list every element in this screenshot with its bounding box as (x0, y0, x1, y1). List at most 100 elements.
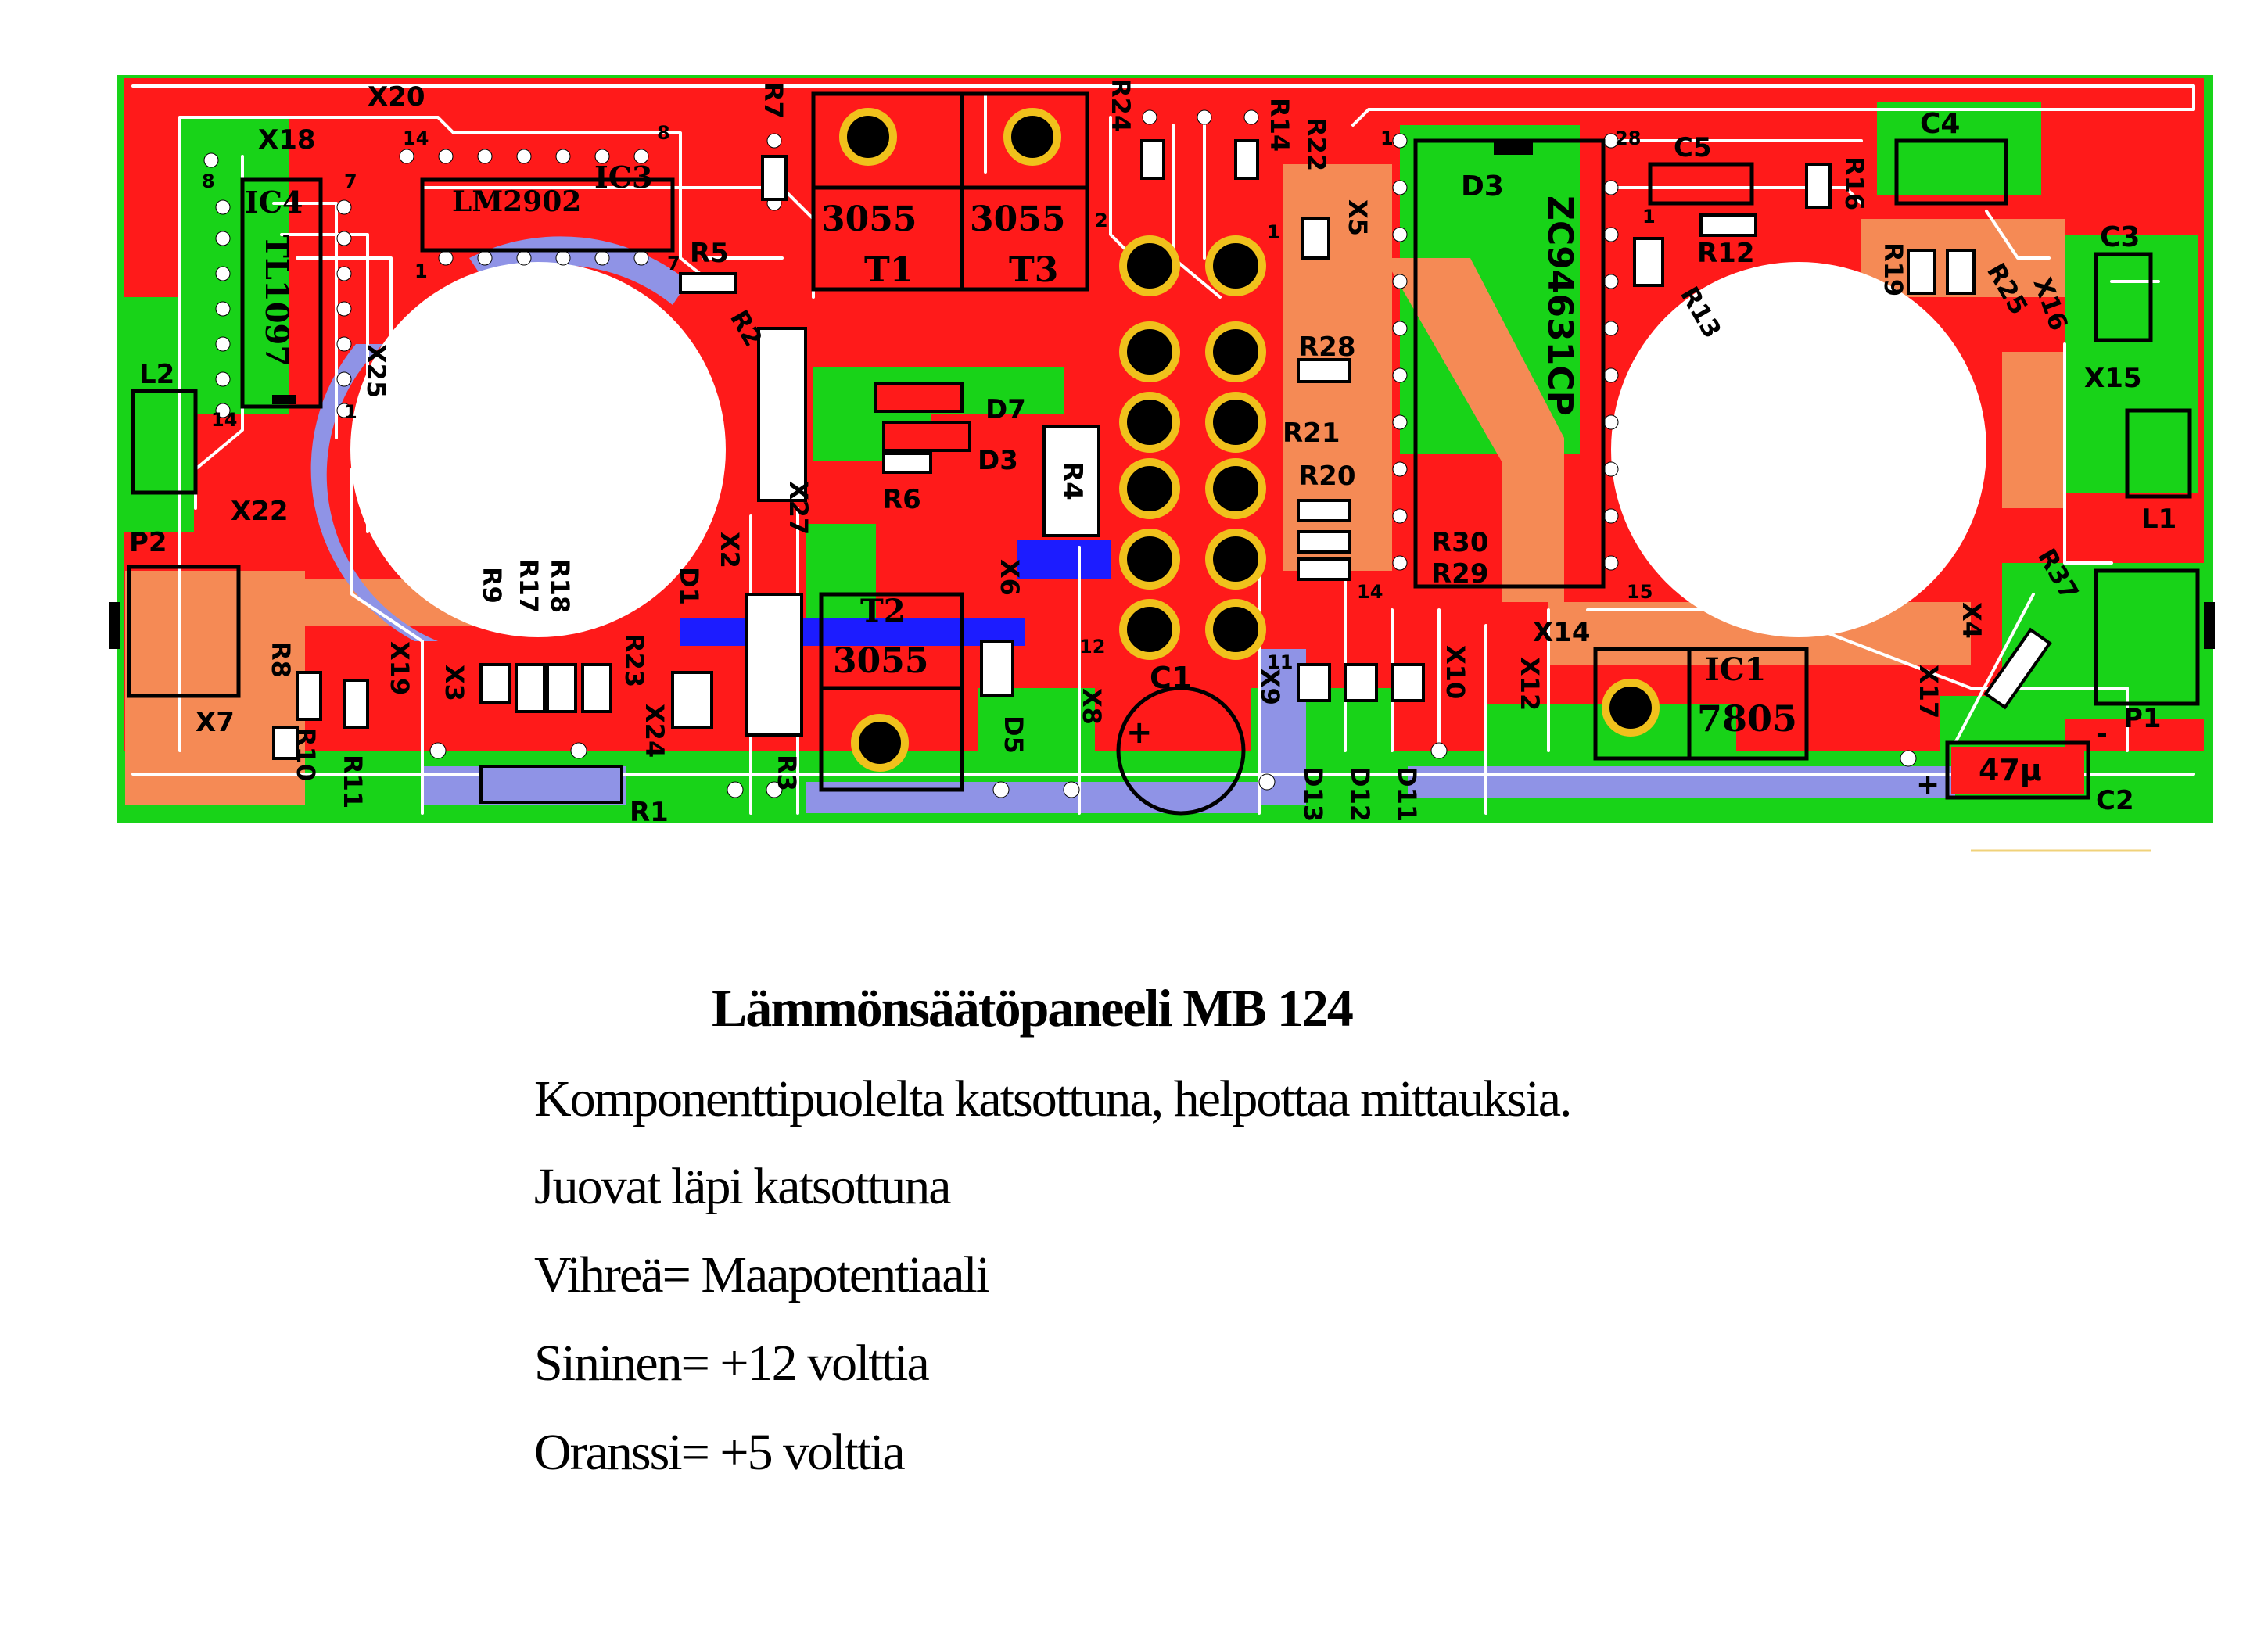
resistors (272, 139, 1976, 760)
label-x15: X15 (2084, 363, 2142, 394)
pin-1d: 1 (1380, 127, 1394, 149)
label-r12: R12 (1697, 238, 1755, 269)
label-x7: X7 (196, 707, 235, 738)
label-x24: X24 (640, 704, 669, 758)
label-d7: D7 (985, 394, 1026, 425)
label-t2-type: 3055 (833, 641, 928, 681)
label-r29: R29 (1431, 558, 1489, 590)
label-r28: R28 (1298, 332, 1356, 363)
label-r17: R17 (514, 559, 544, 613)
label-d12: D12 (1345, 766, 1375, 822)
caption-line-blue-12v: Sininen= +12 volttia (534, 1335, 930, 1392)
pin-11: 11 (1267, 651, 1293, 673)
label-c1-plus: + (1126, 715, 1153, 751)
pin-1b: 1 (344, 401, 357, 423)
pin-8b: 8 (657, 122, 670, 144)
caption-line-view: Komponenttipuolelta katsottuna, helpotta… (534, 1070, 1573, 1128)
label-r11: R11 (338, 755, 368, 808)
label-d5: D5 (999, 715, 1028, 754)
label-p2: P2 (129, 527, 167, 558)
label-c2: C2 (2096, 785, 2134, 816)
pcb-board-diagram: X20 X18 IC4 TL1097 LM2902 IC3 X25 L2 X22… (109, 75, 2215, 852)
label-c5: C5 (1674, 132, 1712, 163)
label-r24: R24 (1106, 78, 1136, 132)
silk-labels: X20 X18 IC4 TL1097 LM2902 IC3 X25 L2 X22… (129, 78, 2176, 828)
label-c3: C3 (2100, 221, 2140, 253)
label-x25: X25 (361, 344, 391, 398)
left-edge-tab (109, 602, 120, 649)
label-c2-plus: + (1916, 769, 1940, 801)
label-l2: L2 (139, 359, 174, 390)
label-x6: X6 (995, 559, 1025, 596)
label-x9: X9 (1255, 669, 1285, 705)
right-edge-tab (2204, 602, 2215, 649)
pin-7a: 7 (344, 170, 357, 192)
pin-1c: 1 (1267, 221, 1280, 243)
label-x12: X12 (1515, 657, 1545, 711)
label-r4: R4 (1057, 461, 1088, 500)
label-l1: L1 (2141, 504, 2176, 535)
pin-12: 12 (1079, 636, 1105, 658)
label-c2-value: 47µ (1979, 753, 2042, 787)
label-x10: X10 (1441, 645, 1470, 699)
pin-2: 2 (1095, 210, 1108, 231)
blue-12v-track-2 (1017, 540, 1111, 579)
label-c1: C1 (1150, 661, 1192, 695)
pin-14c: 14 (1357, 581, 1383, 603)
label-ic4: IC4 (245, 185, 303, 220)
label-x3: X3 (440, 665, 469, 701)
label-zc94631cp: ZC94631CP (1540, 195, 1580, 416)
label-r19: R19 (1879, 242, 1908, 296)
label-r21: R21 (1283, 418, 1340, 449)
label-r10: R10 (291, 727, 321, 781)
label-r6: R6 (882, 484, 921, 515)
label-d13: D13 (1298, 766, 1328, 822)
caption-line-orange-5v: Oranssi= +5 volttia (534, 1424, 906, 1481)
pin-numbers: 8 7 14 8 1 7 14 1 2 1 1 28 1 14 15 11 12 (202, 122, 1656, 673)
caption-line-tracks: Juovat läpi katsottuna (534, 1158, 952, 1215)
pin-28: 28 (1615, 127, 1641, 149)
label-t2: T2 (860, 593, 906, 629)
pin-8a: 8 (202, 170, 215, 192)
label-x27: X27 (784, 481, 813, 535)
label-x5: X5 (1343, 199, 1373, 236)
label-x22: X22 (231, 496, 289, 527)
pin-7b: 7 (667, 253, 680, 274)
label-ic4-type: TL1097 (258, 235, 295, 367)
pin-14a: 14 (403, 127, 429, 149)
label-t3: T3 (1009, 250, 1058, 290)
label-d1: D1 (674, 567, 704, 605)
large-pads (1119, 235, 1266, 660)
label-r1: R1 (630, 797, 669, 828)
blue-12v-track (680, 618, 1025, 646)
pin-1a: 1 (414, 260, 428, 282)
label-r7: R7 (759, 82, 788, 119)
ic4-marker (272, 395, 296, 404)
label-r3: R3 (772, 755, 802, 791)
label-x8: X8 (1077, 688, 1107, 725)
label-x18: X18 (258, 124, 316, 156)
label-d11: D11 (1392, 766, 1422, 822)
label-r14: R14 (1265, 98, 1294, 152)
label-r5: R5 (690, 238, 729, 269)
label-x20: X20 (368, 81, 425, 113)
label-r8: R8 (266, 641, 296, 678)
label-t1: T1 (864, 250, 913, 290)
label-r30: R30 (1431, 527, 1489, 558)
caption-line-green-ground: Vihreä= Maapotentiaali (534, 1246, 990, 1303)
label-x17: X17 (1914, 665, 1943, 719)
r1-body (479, 765, 623, 804)
label-r20: R20 (1298, 461, 1356, 492)
pin-14b: 14 (211, 409, 237, 431)
label-x19: X19 (385, 641, 414, 695)
label-t3-type: 3055 (970, 199, 1065, 239)
label-lm2902: LM2902 (452, 185, 581, 218)
label-r22: R22 (1301, 117, 1331, 171)
transistor-mounting-holes (839, 108, 1660, 772)
label-x14: X14 (1533, 617, 1591, 648)
label-p1: P1 (2123, 703, 2162, 734)
label-r16: R16 (1839, 156, 1869, 210)
right-hole (1611, 262, 1986, 637)
label-ic1: IC1 (1705, 651, 1766, 688)
component-outlines (127, 138, 2200, 816)
